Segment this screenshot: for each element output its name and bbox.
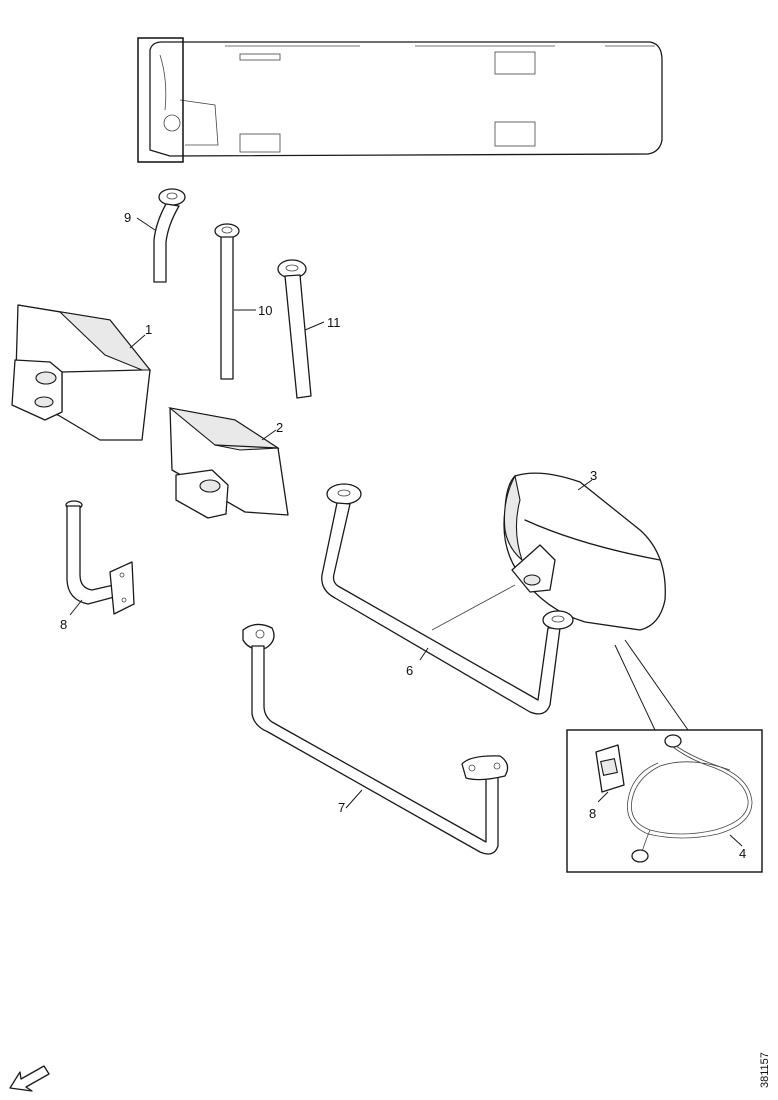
part-7-bracket xyxy=(242,623,509,855)
callout-2: 2 xyxy=(276,420,283,435)
part-9-tube xyxy=(153,188,186,283)
callout-8a: 8 xyxy=(60,617,67,632)
part-10-tube xyxy=(214,223,240,380)
arrow-icon xyxy=(9,1065,50,1092)
highlight-box xyxy=(137,37,184,163)
vehicle-overview xyxy=(149,41,663,157)
leader-1 xyxy=(129,334,146,349)
part-2-mirror xyxy=(168,407,289,519)
leader-9 xyxy=(136,217,156,231)
callout-3: 3 xyxy=(590,468,597,483)
leader-11 xyxy=(304,321,325,331)
leader-2 xyxy=(261,429,277,441)
callout-4: 4 xyxy=(739,846,746,861)
part-11-tube xyxy=(277,259,312,399)
leader-8a xyxy=(69,599,83,616)
leader-4 xyxy=(729,834,743,847)
callout-8b: 8 xyxy=(589,806,596,821)
leader-8b xyxy=(597,791,609,803)
part-1-mirror xyxy=(11,304,152,441)
callout-9: 9 xyxy=(124,210,131,225)
callout-6: 6 xyxy=(406,663,413,678)
figure-id: 381157 xyxy=(759,1052,771,1088)
callout-7: 7 xyxy=(338,800,345,815)
leader-6 xyxy=(419,647,429,661)
callout-10: 10 xyxy=(258,303,272,318)
part-8-bracket xyxy=(65,500,135,615)
callout-11: 11 xyxy=(327,315,341,330)
leader-7 xyxy=(345,789,363,809)
callout-1: 1 xyxy=(145,322,152,337)
part-6-arm xyxy=(321,483,574,715)
leader-3 xyxy=(577,479,593,491)
part-3-mirror xyxy=(503,472,666,631)
